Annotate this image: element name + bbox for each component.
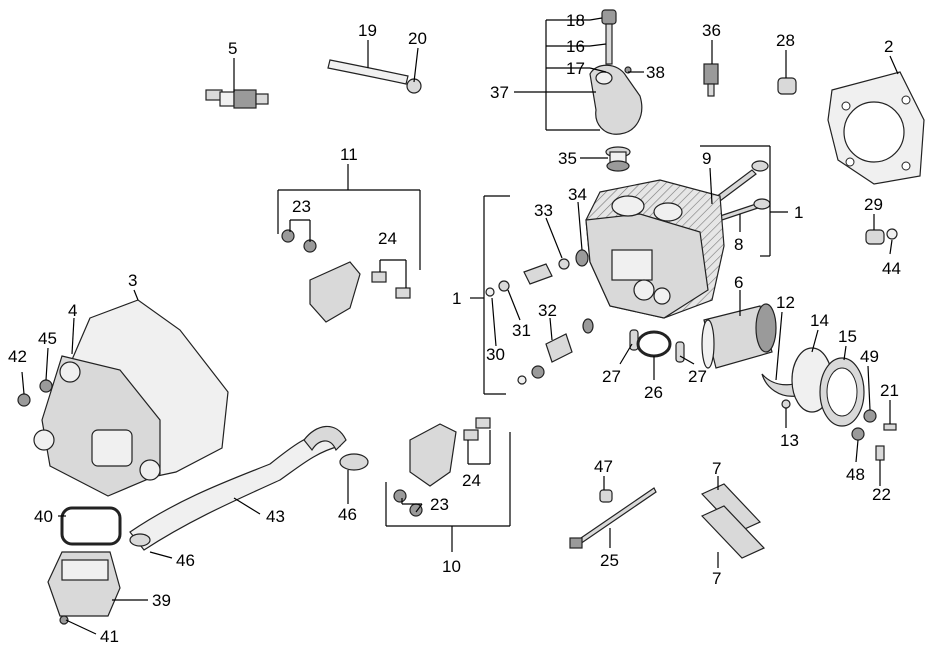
callout-19: 19 <box>358 21 377 40</box>
callout-6: 6 <box>734 273 743 292</box>
callout-23-lower: 23 <box>430 495 449 514</box>
callout-43: 43 <box>266 507 285 526</box>
thermostat-housing <box>589 9 643 135</box>
callout-39: 39 <box>152 591 171 610</box>
callout-15: 15 <box>838 327 857 346</box>
callout-5: 5 <box>228 39 237 58</box>
callout-37: 37 <box>490 83 509 102</box>
thermostat <box>605 146 631 172</box>
callout-24-lower: 24 <box>462 471 481 490</box>
callout-34: 34 <box>568 185 587 204</box>
bushing <box>777 77 797 95</box>
callout-2: 2 <box>884 37 893 56</box>
callout-33: 33 <box>534 201 553 220</box>
callout-45: 45 <box>38 329 57 348</box>
callout-9: 9 <box>702 149 711 168</box>
rocker-arm-upper <box>281 229 411 323</box>
spark-plug <box>205 89 269 109</box>
dowels-and-oring <box>629 329 685 363</box>
rocker-arm-lower <box>393 417 491 517</box>
callout-12: 12 <box>776 293 795 312</box>
callout-23-upper: 23 <box>292 197 311 216</box>
callout-labels: 2 3 4 5 6 7 7 8 9 10 11 12 13 14 15 16 1… <box>8 11 901 646</box>
sprocket-assembly <box>761 347 897 461</box>
callout-7-lower: 7 <box>712 569 721 588</box>
callout-28: 28 <box>776 31 795 50</box>
callout-44: 44 <box>882 259 901 278</box>
valve-spring-set <box>485 249 594 385</box>
callout-16: 16 <box>566 37 585 56</box>
callout-35: 35 <box>558 149 577 168</box>
temperature-sensor <box>703 63 719 97</box>
cylinder-head <box>585 179 725 319</box>
callout-4: 4 <box>68 301 77 320</box>
callout-3: 3 <box>128 271 137 290</box>
callout-1-right: 1 <box>794 203 803 222</box>
breather-hose <box>327 59 422 94</box>
long-bolt <box>569 487 657 549</box>
leader-lines <box>21 17 899 635</box>
callout-27-left: 27 <box>602 367 621 386</box>
callout-18: 18 <box>566 11 585 30</box>
callout-13: 13 <box>780 431 799 450</box>
crankcase-hose <box>129 425 369 551</box>
callout-22: 22 <box>872 485 891 504</box>
callout-46-lower: 46 <box>176 551 195 570</box>
part-drawings <box>17 9 925 625</box>
callout-21: 21 <box>880 381 899 400</box>
callout-32: 32 <box>538 301 557 320</box>
valve-cover <box>33 299 229 497</box>
callout-36: 36 <box>702 21 721 40</box>
callout-14: 14 <box>810 311 829 330</box>
callout-24-upper: 24 <box>378 229 397 248</box>
callout-38: 38 <box>646 63 665 82</box>
callout-26: 26 <box>644 383 663 402</box>
callout-30: 30 <box>486 345 505 364</box>
callout-17: 17 <box>566 59 585 78</box>
callout-8: 8 <box>734 235 743 254</box>
guide-pins <box>700 483 766 559</box>
callout-25: 25 <box>600 551 619 570</box>
callout-29: 29 <box>864 195 883 214</box>
callout-40: 40 <box>34 507 53 526</box>
callout-11: 11 <box>340 145 358 164</box>
callout-1-left: 1 <box>452 289 461 308</box>
callout-46-right: 46 <box>338 505 357 524</box>
head-gasket <box>827 71 925 185</box>
callout-47: 47 <box>594 457 613 476</box>
callout-31: 31 <box>512 321 531 340</box>
camshaft <box>701 303 777 369</box>
callout-10: 10 <box>442 557 461 576</box>
callout-48: 48 <box>846 465 865 484</box>
callout-7-upper: 7 <box>712 459 721 478</box>
callout-27-right: 27 <box>688 367 707 386</box>
callout-42: 42 <box>8 347 27 366</box>
callout-41: 41 <box>100 627 119 646</box>
callout-20: 20 <box>408 29 427 48</box>
breather-cap <box>47 506 122 625</box>
dowel-and-washer <box>865 228 898 245</box>
callout-49: 49 <box>860 347 879 366</box>
